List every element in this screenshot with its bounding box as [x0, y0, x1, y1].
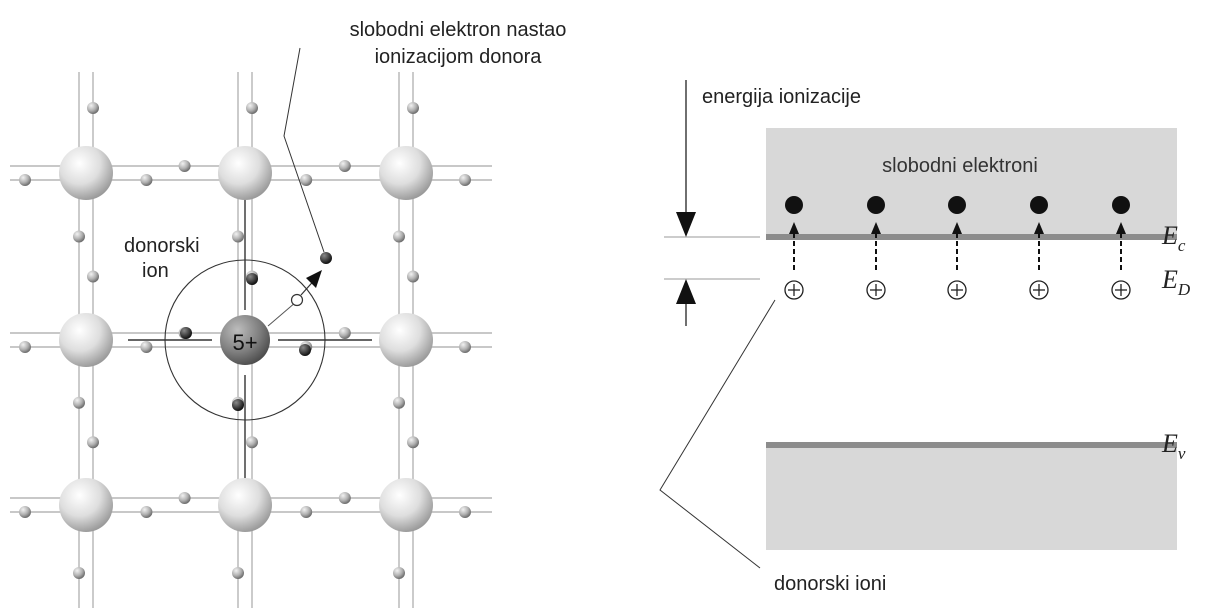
- small-lattice-atom: [393, 396, 405, 409]
- small-lattice-atom: [140, 506, 153, 518]
- small-lattice-atom: [87, 436, 99, 449]
- large-lattice-atom: [379, 313, 433, 367]
- ionization-energy-label: energija ionizacije: [702, 86, 861, 108]
- small-lattice-atom: [178, 492, 191, 504]
- donor-ions-row: [784, 222, 1131, 300]
- small-lattice-atom: [246, 102, 258, 114]
- vacated-electron-site: [290, 293, 304, 307]
- small-lattice-atom: [407, 436, 419, 449]
- large-lattice-atom: [59, 313, 113, 367]
- free-electron-dot: [948, 196, 966, 214]
- donor-charge-label: 5+: [232, 330, 257, 355]
- ionization-arrow-bottom-head: [676, 279, 696, 304]
- small-lattice-atom: [393, 567, 405, 579]
- small-lattice-atom: [300, 174, 313, 186]
- ec-level-label: Ec: [1161, 221, 1186, 255]
- small-lattice-atom: [87, 102, 99, 114]
- excitation-arrow-head: [1034, 222, 1044, 234]
- bound-electron: [299, 344, 311, 356]
- excitation-arrow-head: [789, 222, 799, 234]
- small-lattice-atom: [407, 102, 419, 114]
- small-lattice-atom: [393, 230, 405, 243]
- excitation-arrow-head: [1116, 222, 1126, 234]
- ev-level-label: Ev: [1161, 429, 1186, 463]
- small-lattice-atoms: [19, 102, 471, 579]
- small-lattice-atom: [19, 341, 31, 353]
- crystal-lattice: 5+ slobodni elektron nastao ionizacijom …: [10, 19, 566, 608]
- small-lattice-atom: [300, 506, 313, 518]
- small-lattice-atom: [407, 270, 419, 283]
- conduction-band: [766, 128, 1177, 236]
- small-lattice-atom: [338, 327, 351, 339]
- ed-level-label: ED: [1161, 265, 1191, 299]
- small-lattice-atom: [459, 506, 471, 518]
- escape-arrow-head: [306, 270, 322, 288]
- donor-ions-label: donorski ioni: [774, 573, 886, 595]
- bound-electron: [232, 399, 244, 411]
- energy-band-diagram: slobodni elektroni energija ionizacije E…: [659, 80, 1191, 595]
- small-lattice-atom: [140, 341, 153, 353]
- escape-path-line: [267, 301, 297, 327]
- small-lattice-atom: [459, 341, 471, 353]
- ionization-arrow-top-head: [676, 212, 696, 237]
- small-lattice-atom: [73, 230, 85, 243]
- free-electron-dot: [1112, 196, 1130, 214]
- small-lattice-atom: [87, 270, 99, 283]
- valence-band-edge: [766, 442, 1177, 448]
- small-lattice-atom: [232, 567, 244, 579]
- excitation-arrow-head: [952, 222, 962, 234]
- small-lattice-atom: [338, 492, 351, 504]
- free-electron: [320, 252, 332, 264]
- free-electron-label-line2: ionizacijom donora: [375, 46, 543, 68]
- free-electrons-label: slobodni elektroni: [882, 155, 1038, 177]
- small-lattice-atom: [73, 396, 85, 409]
- donor-orbit-circle: [164, 259, 326, 421]
- large-lattice-atom: [59, 478, 113, 532]
- donor-ions-leader-line: [659, 299, 776, 569]
- small-lattice-atom: [178, 160, 191, 172]
- free-electron-label-line1: slobodni elektron nastao: [350, 19, 567, 41]
- bound-electron: [180, 327, 192, 339]
- valence-band: [766, 444, 1177, 550]
- free-electrons-row: [785, 196, 1130, 214]
- free-electron-dot: [785, 196, 803, 214]
- small-lattice-atom: [232, 230, 244, 243]
- free-electron-leader-line: [283, 47, 325, 253]
- large-lattice-atom: [218, 478, 272, 532]
- small-lattice-atom: [140, 174, 153, 186]
- free-electron-dot: [867, 196, 885, 214]
- donor-ion-label-line2: ion: [142, 260, 169, 282]
- large-lattice-atom: [218, 146, 272, 200]
- free-electron-dot: [1030, 196, 1048, 214]
- large-lattice-atoms: [59, 146, 433, 532]
- small-lattice-atom: [19, 506, 31, 518]
- large-lattice-atom: [379, 478, 433, 532]
- small-lattice-atom: [459, 174, 471, 186]
- conduction-band-edge: [766, 234, 1177, 240]
- donor-atom: [220, 315, 270, 365]
- donor-ion-label-line1: donorski: [124, 235, 200, 257]
- excitation-arrow-head: [871, 222, 881, 234]
- large-lattice-atom: [379, 146, 433, 200]
- small-lattice-atom: [338, 160, 351, 172]
- large-lattice-atom: [59, 146, 113, 200]
- small-lattice-atom: [73, 567, 85, 579]
- small-lattice-atom: [246, 436, 258, 449]
- small-lattice-atom: [19, 174, 31, 186]
- bound-electron: [246, 273, 258, 285]
